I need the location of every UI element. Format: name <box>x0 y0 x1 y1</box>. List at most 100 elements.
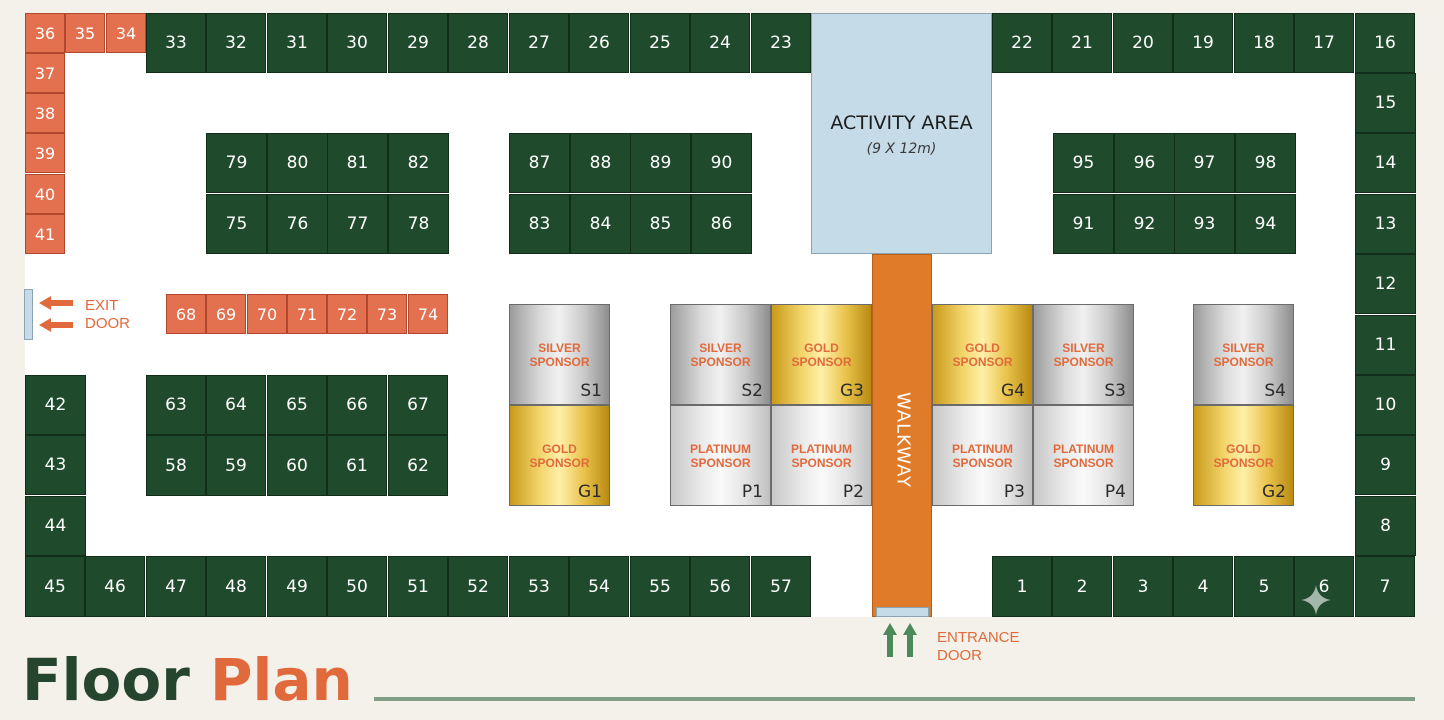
booth-1[interactable]: 1 <box>992 556 1052 617</box>
booth-38[interactable]: 38 <box>25 93 65 133</box>
activity-area[interactable]: ACTIVITY AREA (9 X 12m) <box>811 13 992 254</box>
booth-64[interactable]: 64 <box>206 375 266 435</box>
booth-8[interactable]: 8 <box>1355 496 1416 556</box>
booth-2[interactable]: 2 <box>1052 556 1112 617</box>
booth-63[interactable]: 63 <box>146 375 206 435</box>
booth-84[interactable]: 84 <box>570 194 631 254</box>
booth-54[interactable]: 54 <box>569 556 629 617</box>
booth-50[interactable]: 50 <box>327 556 387 617</box>
booth-98[interactable]: 98 <box>1235 133 1296 193</box>
booth-31[interactable]: 31 <box>267 13 327 73</box>
booth-89[interactable]: 89 <box>630 133 691 193</box>
booth-49[interactable]: 49 <box>267 556 327 617</box>
booth-71[interactable]: 71 <box>287 294 327 334</box>
booth-42[interactable]: 42 <box>25 375 86 435</box>
booth-96[interactable]: 96 <box>1114 133 1175 193</box>
booth-90[interactable]: 90 <box>691 133 752 193</box>
booth-37[interactable]: 37 <box>25 53 65 93</box>
booth-51[interactable]: 51 <box>388 556 448 617</box>
booth-70[interactable]: 70 <box>247 294 287 334</box>
booth-55[interactable]: 55 <box>630 556 690 617</box>
booth-56[interactable]: 56 <box>690 556 750 617</box>
booth-7[interactable]: 7 <box>1355 556 1415 617</box>
booth-23[interactable]: 23 <box>751 13 811 73</box>
booth-85[interactable]: 85 <box>630 194 691 254</box>
booth-72[interactable]: 72 <box>327 294 367 334</box>
booth-13[interactable]: 13 <box>1355 194 1416 254</box>
booth-9[interactable]: 9 <box>1355 435 1416 495</box>
booth-94[interactable]: 94 <box>1235 194 1296 254</box>
booth-58[interactable]: 58 <box>146 435 206 496</box>
booth-19[interactable]: 19 <box>1173 13 1233 73</box>
booth-41[interactable]: 41 <box>25 214 65 254</box>
booth-52[interactable]: 52 <box>448 556 508 617</box>
booth-57[interactable]: 57 <box>751 556 811 617</box>
booth-30[interactable]: 30 <box>327 13 387 73</box>
booth-93[interactable]: 93 <box>1174 194 1235 254</box>
booth-97[interactable]: 97 <box>1174 133 1235 193</box>
booth-68[interactable]: 68 <box>166 294 206 334</box>
booth-59[interactable]: 59 <box>206 435 266 496</box>
booth-47[interactable]: 47 <box>146 556 206 617</box>
booth-65[interactable]: 65 <box>267 375 327 435</box>
booth-39[interactable]: 39 <box>25 133 65 173</box>
entrance-door[interactable] <box>876 607 929 617</box>
booth-10[interactable]: 10 <box>1355 375 1416 435</box>
booth-18[interactable]: 18 <box>1234 13 1294 73</box>
booth-76[interactable]: 76 <box>267 194 328 254</box>
booth-4[interactable]: 4 <box>1173 556 1233 617</box>
booth-48[interactable]: 48 <box>206 556 266 617</box>
booth-91[interactable]: 91 <box>1053 194 1114 254</box>
booth-79[interactable]: 79 <box>206 133 267 193</box>
booth-22[interactable]: 22 <box>992 13 1052 73</box>
booth-14[interactable]: 14 <box>1355 133 1416 193</box>
booth-21[interactable]: 21 <box>1052 13 1112 73</box>
booth-16[interactable]: 16 <box>1355 13 1415 73</box>
booth-36[interactable]: 36 <box>25 13 65 53</box>
booth-83[interactable]: 83 <box>509 194 570 254</box>
booth-53[interactable]: 53 <box>509 556 569 617</box>
booth-34[interactable]: 34 <box>106 13 146 53</box>
booth-66[interactable]: 66 <box>327 375 387 435</box>
booth-6[interactable]: 6 <box>1294 556 1354 617</box>
booth-60[interactable]: 60 <box>267 435 327 496</box>
booth-29[interactable]: 29 <box>388 13 448 73</box>
booth-24[interactable]: 24 <box>690 13 750 73</box>
booth-82[interactable]: 82 <box>388 133 449 193</box>
booth-20[interactable]: 20 <box>1113 13 1173 73</box>
exit-door[interactable] <box>24 289 33 340</box>
booth-92[interactable]: 92 <box>1114 194 1175 254</box>
booth-25[interactable]: 25 <box>630 13 690 73</box>
booth-78[interactable]: 78 <box>388 194 449 254</box>
booth-3[interactable]: 3 <box>1113 556 1173 617</box>
booth-45[interactable]: 45 <box>25 556 85 617</box>
booth-11[interactable]: 11 <box>1355 315 1416 375</box>
booth-26[interactable]: 26 <box>569 13 629 73</box>
booth-86[interactable]: 86 <box>691 194 752 254</box>
booth-61[interactable]: 61 <box>327 435 387 496</box>
booth-12[interactable]: 12 <box>1355 254 1416 314</box>
booth-5[interactable]: 5 <box>1234 556 1294 617</box>
booth-43[interactable]: 43 <box>25 435 86 495</box>
booth-44[interactable]: 44 <box>25 496 86 556</box>
booth-95[interactable]: 95 <box>1053 133 1114 193</box>
booth-77[interactable]: 77 <box>327 194 388 254</box>
booth-67[interactable]: 67 <box>388 375 448 435</box>
booth-32[interactable]: 32 <box>206 13 266 73</box>
booth-46[interactable]: 46 <box>85 556 145 617</box>
booth-74[interactable]: 74 <box>408 294 448 334</box>
booth-40[interactable]: 40 <box>25 174 65 214</box>
booth-27[interactable]: 27 <box>509 13 569 73</box>
booth-88[interactable]: 88 <box>570 133 631 193</box>
booth-75[interactable]: 75 <box>206 194 267 254</box>
